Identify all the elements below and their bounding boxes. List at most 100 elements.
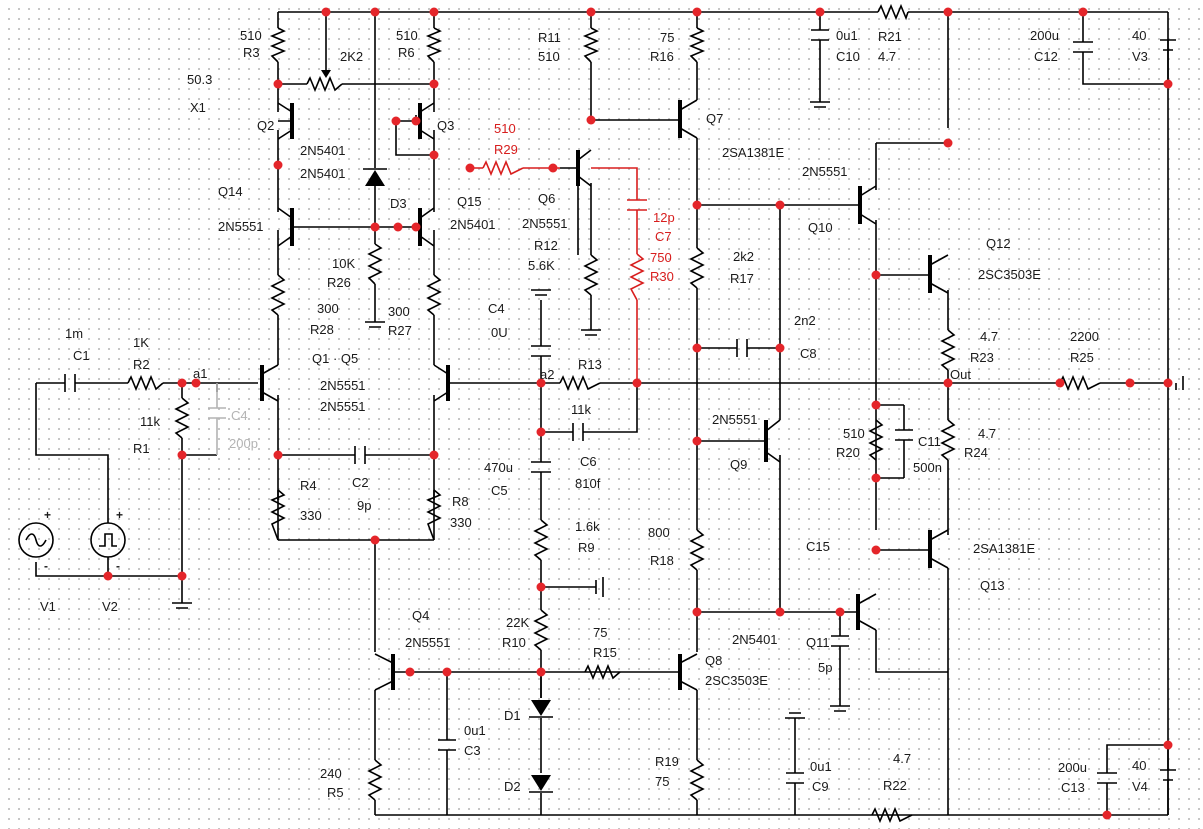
label-r22-value: 4.7 (893, 751, 911, 766)
label-c11-value: 500n (913, 460, 942, 475)
label-r17-value: 2k2 (733, 249, 754, 264)
label-r15-value: 75 (593, 625, 607, 640)
wires (35, 11, 1169, 816)
label-r23-ref: R23 (970, 350, 994, 365)
label-v3-value: 40 (1132, 28, 1146, 43)
label-q3-part: 2N5401 (300, 166, 346, 181)
diodes (363, 168, 553, 793)
label-r18-ref: R18 (650, 553, 674, 568)
label-q8-ref: Q8 (705, 653, 722, 668)
label-v2-minus: - (116, 559, 120, 573)
label-r26-ref: R26 (327, 275, 351, 290)
label-q13-ref: Q13 (980, 578, 1005, 593)
label-d3-ref: D3 (390, 196, 407, 211)
label-c11-ref: C11 (918, 434, 941, 449)
label-r19-ref: R19 (655, 754, 679, 769)
label-r24-value: 4.7 (978, 426, 996, 441)
label-node-out: Out (950, 367, 971, 382)
label-r8-ref: R8 (452, 494, 469, 509)
label-d2-ref: D2 (504, 779, 521, 794)
label-node-a2: a2 (540, 367, 554, 382)
label-r29-value: 510 (494, 121, 516, 136)
label-r15-ref: R15 (593, 645, 617, 660)
label-c2-ref: C2 (352, 475, 369, 490)
label-r16-ref: R16 (650, 49, 674, 64)
label-x1-ref: X1 (190, 100, 206, 115)
label-q4-ref: Q4 (412, 608, 429, 623)
label-q14-ref: Q14 (218, 184, 243, 199)
label-q10-part: 2N5551 (802, 164, 848, 179)
label-r23-value: 4.7 (980, 329, 998, 344)
pot-wiper-arrow (321, 70, 331, 78)
label-c13-ref: C13 (1061, 780, 1085, 795)
label-q3-ref: Q3 (437, 118, 454, 133)
label-c4-ref: C4 (488, 301, 505, 316)
label-c2-value: 9p (357, 498, 371, 513)
label-q1-part: 2N5551 (320, 378, 366, 393)
label-q7-part: 2SA1381E (722, 145, 784, 160)
label-c5-value: 470u (484, 460, 513, 475)
label-c15-ref: C15 (806, 539, 830, 554)
label-r11-ref: R11 (538, 30, 561, 45)
label-r13-ref: R13 (578, 357, 602, 372)
label-q11-part: 2N5401 (732, 632, 778, 647)
label-r3-value: 510 (240, 28, 262, 43)
label-r27-ref: R27 (388, 323, 412, 338)
label-r6-value: 510 (396, 28, 418, 43)
label-r20-ref: R20 (836, 445, 860, 460)
label-v3-ref: V3 (1132, 49, 1148, 64)
label-pot-value: 2K2 (340, 49, 363, 64)
label-r24-ref: R24 (964, 445, 988, 460)
label-c12-ref: C12 (1034, 49, 1058, 64)
label-r17-ref: R17 (730, 271, 754, 286)
label-c10-value: 0u1 (836, 28, 858, 43)
label-q2-part: 2N5401 (300, 143, 346, 158)
label-r1-ref: R1 (133, 441, 150, 456)
label-q10-ref: Q10 (808, 220, 833, 235)
label-q11-ref: Q11 (806, 635, 830, 650)
red-resistors (482, 159, 645, 301)
label-c13-value: 200u (1058, 760, 1087, 775)
label-v1-plus: + (44, 508, 51, 522)
label-r5-ref: R5 (327, 785, 344, 800)
label-r25-value: 2200 (1070, 329, 1099, 344)
label-r26-value: 10K (332, 256, 355, 271)
label-c3-ref: C3 (464, 743, 481, 758)
label-r2-ref: R2 (133, 357, 150, 372)
label-r27-value: 300 (388, 304, 410, 319)
label-c4-gray-ref: C4 (231, 408, 248, 423)
label-v4-value: 40 (1132, 758, 1146, 773)
label-r11-value: 510 (538, 49, 560, 64)
label-c4-gray-value: 200p (229, 436, 258, 451)
junction-dots (103, 7, 1173, 820)
label-c1-value: 1m (65, 326, 83, 341)
label-r4-value: 330 (300, 508, 322, 523)
label-q12-ref: Q12 (986, 236, 1011, 251)
label-r4-ref: R4 (300, 478, 317, 493)
label-r21-value: 4.7 (878, 49, 896, 64)
label-c6-value: 810f (575, 476, 601, 491)
label-d1-ref: D1 (504, 708, 521, 723)
label-c10-ref: C10 (836, 49, 860, 64)
label-r21-ref: R21 (878, 29, 902, 44)
label-q8-part: 2SC3503E (705, 673, 768, 688)
label-c8-ref: C8 (800, 346, 817, 361)
label-v1-minus: - (44, 559, 48, 573)
label-q9-ref: Q9 (730, 457, 747, 472)
label-q12-part: 2SC3503E (978, 267, 1041, 282)
label-q15-part: 2N5401 (450, 217, 496, 232)
label-r9-ref: R9 (578, 540, 595, 555)
component-labels: 510 R3 2K2 510 R6 50.3 X1 Q2 2N5401 Q3 2… (40, 28, 1148, 800)
label-q2-ref: Q2 (257, 118, 274, 133)
label-r10-ref: R10 (502, 635, 526, 650)
label-r6-ref: R6 (398, 45, 415, 60)
label-r12-value: 5.6K (528, 258, 555, 273)
label-c5-ref: C5 (491, 483, 508, 498)
label-q4-part: 2N5551 (405, 635, 451, 650)
label-q9-part: 2N5551 (712, 412, 758, 427)
red-wires (470, 167, 638, 383)
label-q15-ref: Q15 (457, 194, 482, 209)
label-c9-ref: C9 (812, 779, 829, 794)
label-q14-part: 2N5551 (218, 219, 264, 234)
label-r1-value: 11k (140, 414, 160, 429)
